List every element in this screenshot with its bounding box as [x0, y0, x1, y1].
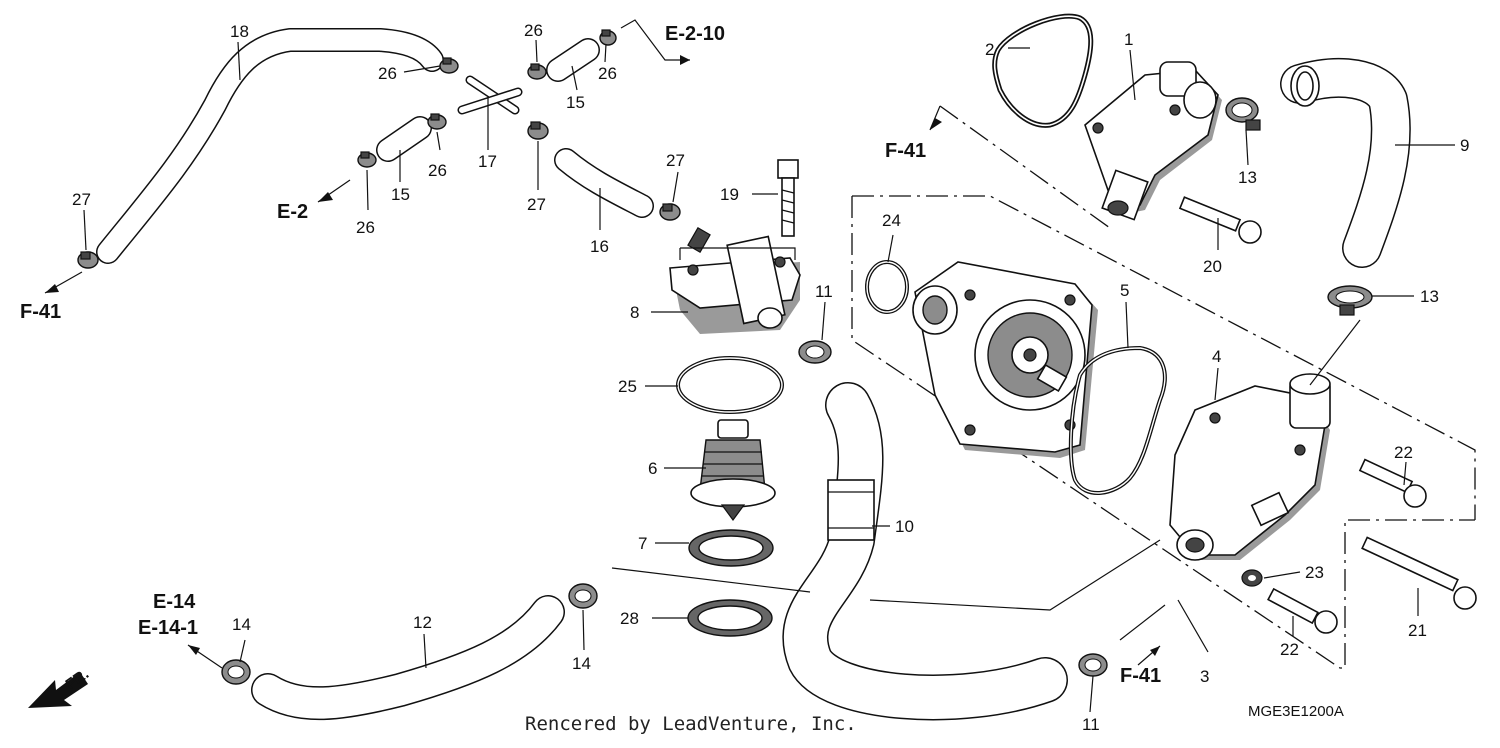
label-22-b: 22 — [1280, 640, 1299, 659]
clamp-11-b — [1078, 653, 1108, 677]
label-13-b: 13 — [1420, 287, 1439, 306]
label-2: 2 — [985, 40, 994, 59]
diagram-code: MGE3E1200A — [1248, 703, 1344, 720]
thermostat-cover-8 — [669, 227, 801, 334]
label-26-c: 26 — [598, 64, 617, 83]
clamp-26-c — [599, 29, 617, 46]
bolt-21 — [1361, 536, 1477, 610]
front-arrow: FR. — [28, 665, 92, 708]
clamp-27-c — [77, 251, 99, 269]
ref-f-41-upper: F-41 — [885, 140, 926, 162]
clamps — [77, 29, 1373, 685]
label-4: 4 — [1212, 347, 1221, 366]
t-joint-17 — [457, 75, 523, 115]
label-10: 10 — [895, 517, 914, 536]
label-15-a: 15 — [566, 93, 585, 112]
hose-18 — [96, 28, 444, 264]
label-20: 20 — [1203, 257, 1222, 276]
label-1: 1 — [1124, 30, 1133, 49]
clamp-13-b — [1327, 285, 1373, 316]
label-9: 9 — [1460, 136, 1469, 155]
label-26-a: 26 — [378, 64, 397, 83]
clamp-26-a — [439, 57, 459, 74]
hose-16 — [554, 148, 654, 218]
washer-23 — [1241, 569, 1263, 587]
label-19: 19 — [720, 185, 739, 204]
clamp-14-a — [221, 659, 251, 685]
label-11-b: 11 — [1082, 715, 1100, 734]
clamp-26-e — [357, 151, 377, 168]
label-8: 8 — [630, 303, 639, 322]
clamp-27-b — [659, 203, 681, 221]
o-ring-24 — [865, 260, 909, 314]
ref-f-41-left: F-41 — [20, 301, 61, 323]
clamp-27-a — [527, 121, 549, 140]
clamp-11-a — [798, 340, 832, 364]
bolt-19 — [777, 159, 799, 237]
ref-e-2-10: E-2-10 — [665, 23, 725, 45]
label-11-a: 11 — [815, 282, 833, 301]
clamp-26-b — [527, 63, 547, 80]
label-27-c: 27 — [72, 190, 91, 209]
label-28: 28 — [620, 609, 639, 628]
part-number-labels: 18 26 26 26 15 26 17 15 26 27 27 16 19 2… — [72, 21, 1469, 734]
seal-28 — [687, 599, 773, 637]
label-22-a: 22 — [1394, 443, 1413, 462]
reference-labels: E-2-10 E-2 F-41 F-41 F-41 E-14 E-14-1 — [20, 23, 1161, 687]
gasket-2 — [992, 13, 1094, 128]
label-18: 18 — [230, 22, 249, 41]
gasket-5 — [1068, 345, 1167, 495]
label-27-b: 27 — [666, 151, 685, 170]
ref-e-14-1: E-14-1 — [138, 617, 198, 639]
label-23: 23 — [1305, 563, 1324, 582]
housing-4 — [1169, 373, 1331, 561]
hose-15-upper — [546, 38, 600, 82]
label-3: 3 — [1200, 667, 1209, 686]
assembly-boundary — [851, 105, 1476, 669]
label-12: 12 — [413, 613, 432, 632]
hose-9 — [1280, 57, 1411, 268]
label-21: 21 — [1408, 621, 1427, 640]
hose-10 — [782, 382, 1068, 721]
label-16: 16 — [590, 237, 609, 256]
label-27-a: 27 — [527, 195, 546, 214]
clamp-26-d — [427, 113, 447, 130]
bolt-22-a — [1358, 458, 1427, 508]
ref-f-41-lower: F-41 — [1120, 665, 1161, 687]
leader-lines — [44, 19, 1455, 713]
o-ring-25 — [676, 356, 784, 414]
label-6: 6 — [648, 459, 657, 478]
label-15-b: 15 — [391, 185, 410, 204]
label-13-a: 13 — [1238, 168, 1257, 187]
label-17: 17 — [478, 152, 497, 171]
label-26-d: 26 — [428, 161, 447, 180]
bolt-22-b — [1267, 587, 1338, 634]
thermostat-6 — [690, 419, 776, 522]
label-14-b: 14 — [572, 654, 591, 673]
label-24: 24 — [882, 211, 901, 230]
hose-15-lower — [376, 116, 432, 162]
label-25: 25 — [618, 377, 637, 396]
footer-credit: Rencered by LeadVenture, Inc. — [525, 713, 857, 735]
label-14-a: 14 — [232, 615, 251, 634]
ref-e-2: E-2 — [277, 201, 308, 223]
housing-1 — [1084, 61, 1222, 221]
label-26-e: 26 — [356, 218, 375, 237]
water-pump — [912, 261, 1098, 458]
ref-e-14: E-14 — [153, 591, 196, 613]
bolt-20 — [1178, 196, 1262, 244]
label-7: 7 — [638, 534, 647, 553]
seal-7 — [688, 529, 774, 567]
clamp-13-a — [1225, 97, 1261, 131]
label-5: 5 — [1120, 281, 1129, 300]
label-26-b: 26 — [524, 21, 543, 40]
hose-12 — [251, 595, 565, 721]
clamp-14-b — [568, 583, 598, 609]
